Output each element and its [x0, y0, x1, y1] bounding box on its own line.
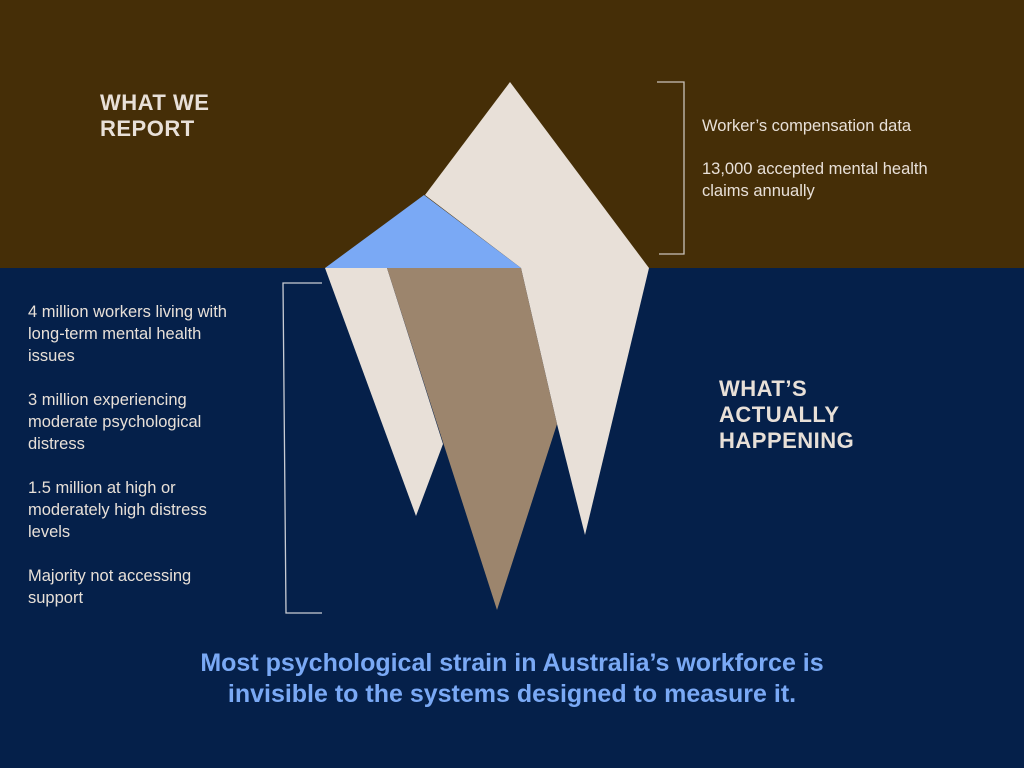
iceberg-right-shard: [521, 268, 649, 535]
above-item-2: 13,000 accepted mental health claims ann…: [702, 160, 928, 200]
whats-actually-happening-heading: WHAT’S ACTUALLY HAPPENING: [719, 376, 855, 453]
below-item-1: 4 million workers living with long-term …: [28, 303, 227, 365]
below-item-4: Majority not accessing support: [28, 567, 192, 607]
below-item-3: 1.5 million at high or moderately high d…: [28, 479, 207, 541]
above-bracket: [657, 81, 685, 255]
below-item-2: 3 million experiencing moderate psycholo…: [28, 391, 202, 453]
iceberg-blue-facet: [325, 195, 521, 268]
above-item-1: Worker’s compensation data: [702, 117, 912, 135]
iceberg-center-shard: [387, 268, 557, 610]
iceberg-peak: [425, 82, 649, 268]
below-bracket: [282, 282, 322, 614]
footer-statement: Most psychological strain in Australia’s…: [200, 649, 824, 708]
iceberg-left-shard: [325, 268, 443, 516]
what-we-report-heading: WHAT WE REPORT: [100, 90, 210, 141]
